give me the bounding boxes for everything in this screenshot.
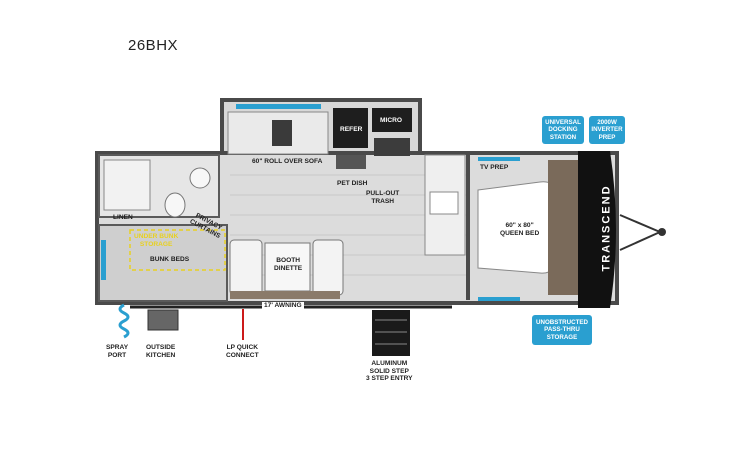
pet-dish-label: PET DISH (337, 180, 368, 187)
pet-dish-box (336, 155, 366, 169)
micro-label: MICRO (380, 117, 402, 124)
bunk-beds-label: BUNK BEDS (150, 256, 190, 263)
shower (103, 159, 151, 211)
trash-label: PULL-OUT TRASH (366, 190, 400, 205)
dinette-seat-right (312, 239, 344, 296)
lp-quick-connect-label: LP QUICK CONNECT (226, 344, 259, 359)
bunk-room (98, 224, 228, 302)
queen-bed-label: 60" x 80" QUEEN BED (500, 222, 540, 237)
outside-kitchen-unit (147, 309, 179, 331)
sofa-table (272, 120, 292, 146)
hitch-bar-lower (619, 231, 661, 251)
refer (333, 108, 368, 148)
sofa-label: 60" ROLL OVER SOFA (252, 158, 323, 165)
bedroom-wall (466, 155, 470, 300)
tv-prep-label: TV PREP (480, 164, 509, 171)
hitch-ball (658, 228, 666, 236)
bunk-window (101, 240, 106, 280)
bedroom-window-bottom (478, 297, 520, 301)
under-bunk-box (129, 229, 226, 271)
bedroom-window-top (478, 157, 520, 161)
stove (374, 138, 410, 156)
docking-station-callout: UNIVERSAL DOCKING STATION (542, 116, 584, 144)
bath-sink (189, 167, 211, 189)
galley-sink (429, 191, 459, 215)
model-name: 26BHX (128, 37, 179, 54)
hitch-bar (619, 214, 661, 233)
step-entry-label: ALUMINUM SOLID STEP 3 STEP ENTRY (366, 360, 413, 382)
awning-label: 17' AWNING (262, 302, 304, 310)
brand-logo: TRANSCEND (600, 184, 613, 272)
micro (372, 108, 412, 132)
entry-step (372, 310, 410, 356)
headboard (548, 160, 578, 295)
dinette-seat-left (229, 239, 263, 296)
refer-label: REFER (340, 126, 363, 133)
spray-hose (118, 303, 130, 339)
under-bunk-storage-label: UNDER BUNK STORAGE (134, 233, 179, 248)
pass-thru-storage-callout: UNOBSTRUCTED PASS-THRU STORAGE (532, 315, 592, 345)
front-cap (578, 151, 616, 308)
dinette-table (264, 242, 311, 292)
toilet (164, 192, 186, 218)
slide-window (236, 104, 321, 109)
inverter-prep-callout: 2000W INVERTER PREP (589, 116, 625, 144)
linen-label: LINEN (113, 214, 133, 221)
outside-kitchen-label: OUTSIDE KITCHEN (146, 344, 176, 359)
spray-port-label: SPRAY PORT (106, 344, 129, 359)
dinette-label: BOOTH DINETTE (274, 257, 303, 272)
dinette-storage (230, 291, 340, 299)
